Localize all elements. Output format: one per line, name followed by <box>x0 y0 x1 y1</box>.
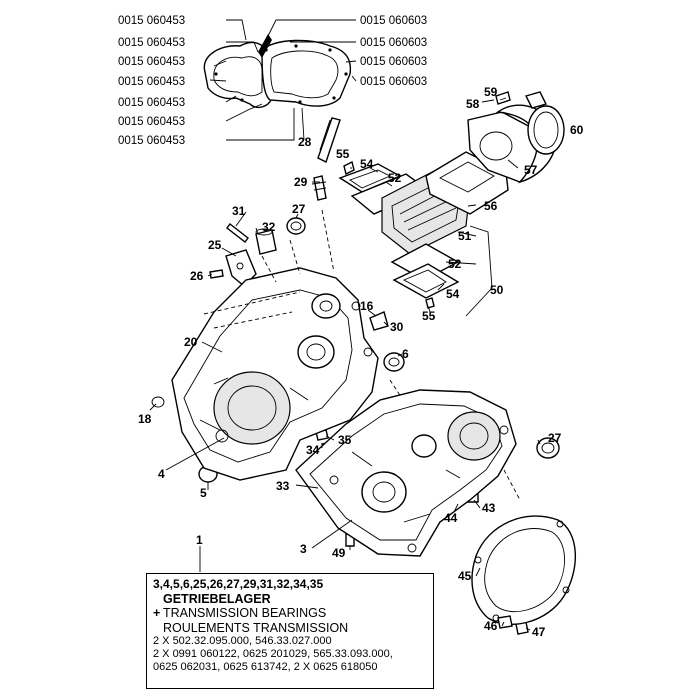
callout-44: 44 <box>444 511 458 525</box>
gasket-part-codes: 0015 060453 0015 060453 0015 060453 0015… <box>118 15 427 147</box>
callout-49: 49 <box>332 546 346 560</box>
callout-54-upper: 54 <box>360 157 374 171</box>
part-numbers-line-3: 0625 062031, 0625 613742, 2 X 0625 61805… <box>153 661 378 673</box>
callout-5: 5 <box>200 486 207 500</box>
callout-43: 43 <box>482 501 496 515</box>
right-crankcase-half <box>295 389 517 557</box>
callout-3: 3 <box>300 542 307 556</box>
part-code-left-4: 0015 060453 <box>118 76 185 88</box>
vent-hose <box>317 117 341 163</box>
part-code-right-4: 0015 060603 <box>360 76 427 88</box>
gasket-leader-lines <box>209 19 357 141</box>
callout-35: 35 <box>338 433 352 447</box>
callout-58: 58 <box>466 97 480 111</box>
transmission-bearings-info-box: 3,4,5,6,25,26,27,29,31,32,34,35 GETRIEBE… <box>146 573 434 689</box>
title-french: ROULEMENTS TRANSMISSION <box>163 620 349 635</box>
callout-31: 31 <box>232 204 246 218</box>
callout-16: 16 <box>360 299 374 313</box>
callout-46: 46 <box>484 619 498 633</box>
left-crankcase-half <box>171 267 379 481</box>
callout-32: 32 <box>262 220 276 234</box>
title-english-row: +TRANSMISSION BEARINGS <box>153 606 427 621</box>
intake-rubber <box>467 91 565 184</box>
callout-50: 50 <box>490 283 504 297</box>
callout-numbers: 28 55 54 52 29 31 27 32 25 26 59 58 60 5… <box>138 85 584 639</box>
ignition-cover <box>471 515 576 629</box>
title-french-row: ROULEMENTS TRANSMISSION <box>153 621 427 636</box>
reed-valve-assembly <box>338 151 509 317</box>
callout-20: 20 <box>184 335 198 349</box>
callout-28: 28 <box>298 135 312 149</box>
callout-45: 45 <box>458 569 472 583</box>
callout-26: 26 <box>190 269 204 283</box>
callout-33: 33 <box>276 479 290 493</box>
part-code-left-7: 0015 060453 <box>118 135 185 147</box>
part-code-left-1: 0015 060453 <box>118 15 185 27</box>
callout-29: 29 <box>294 175 308 189</box>
part-code-left-2: 0015 060453 <box>118 37 185 49</box>
callout-1: 1 <box>196 533 203 547</box>
callout-59: 59 <box>484 85 498 99</box>
part-numbers-line-2: 2 X 0991 060122, 0625 201029, 565.33.093… <box>153 648 393 660</box>
part-code-left-5: 0015 060453 <box>118 97 185 109</box>
part-code-right-3: 0015 060603 <box>360 56 427 68</box>
part-code-left-6: 0015 060453 <box>118 116 185 128</box>
callout-34: 34 <box>306 443 320 457</box>
callout-27-upper: 27 <box>292 202 306 216</box>
part-numbers-line-1: 2 X 502.32.095.000, 546.33.027.000 <box>153 635 332 647</box>
callout-52-lower: 52 <box>448 257 462 271</box>
callout-51: 51 <box>458 229 472 243</box>
callout-30: 30 <box>390 320 404 334</box>
callout-6: 6 <box>402 347 409 361</box>
callout-4: 4 <box>158 467 165 481</box>
callout-55-lower: 55 <box>422 309 436 323</box>
part-code-right-1: 0015 060603 <box>360 15 427 27</box>
part-code-right-2: 0015 060603 <box>360 37 427 49</box>
callout-55-upper: 55 <box>336 147 350 161</box>
title-english: TRANSMISSION BEARINGS <box>163 606 327 620</box>
title-german: GETRIEBELAGER <box>163 591 271 606</box>
callout-54-lower: 54 <box>446 287 460 301</box>
callout-leaders <box>149 97 541 631</box>
callout-25: 25 <box>208 238 222 252</box>
callout-60: 60 <box>570 123 584 137</box>
included-parts-list: 3,4,5,6,25,26,27,29,31,32,34,35 <box>153 577 324 591</box>
callout-56: 56 <box>484 199 498 213</box>
callout-47: 47 <box>532 625 546 639</box>
plus-sign: + <box>153 606 161 620</box>
crankcase-gasket <box>203 34 352 109</box>
callout-52-upper: 52 <box>388 171 402 185</box>
part-code-left-3: 0015 060453 <box>118 56 185 68</box>
callout-57: 57 <box>524 163 538 177</box>
callout-18: 18 <box>138 412 152 426</box>
callout-27-right: 27 <box>548 431 562 445</box>
